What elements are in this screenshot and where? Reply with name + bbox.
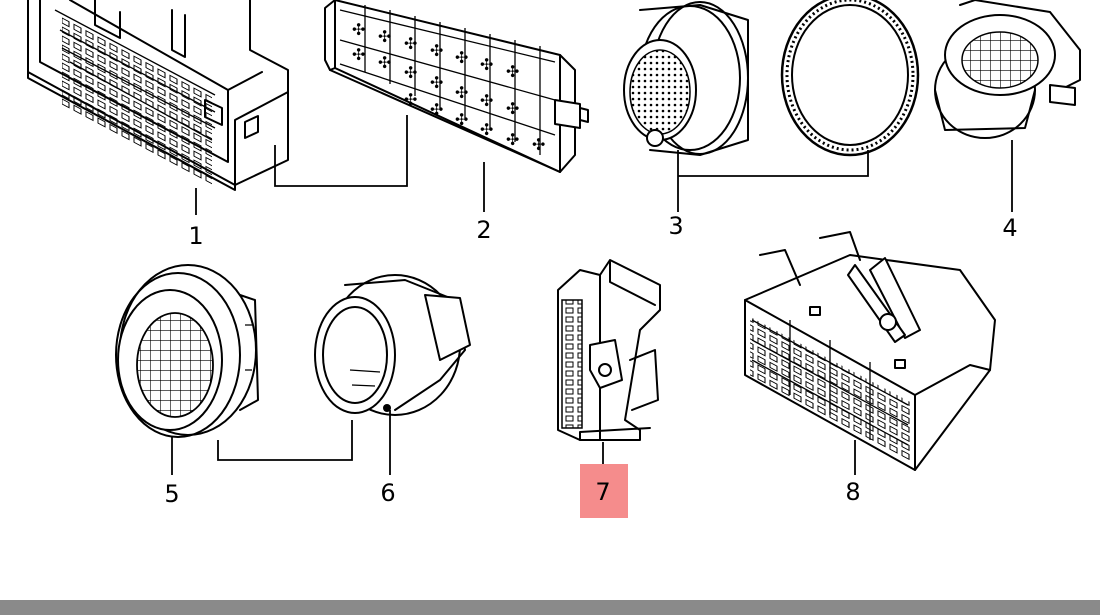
part-label-4[interactable]: 4 (1002, 214, 1017, 242)
svg-text:✣: ✣ (404, 90, 417, 109)
part-label-2[interactable]: 2 (476, 216, 491, 244)
round-connector-3 (623, 1, 749, 156)
svg-text:✣: ✣ (430, 41, 443, 60)
svg-text:✣: ✣ (455, 48, 468, 67)
part-label-3[interactable]: 3 (668, 212, 683, 240)
svg-text:✣: ✣ (430, 73, 443, 92)
leader-bracket-5-6 (217, 420, 353, 461)
parts-diagram: ✣ ✣ ✣ ✣ ✣ ✣ ✣ ✣ ✣ ✣ ✣ ✣ ✣ ✣ ✣ ✣ ✣ ✣ ✣ ✣ (27, 0, 1081, 518)
round-connector-6 (314, 274, 471, 416)
part-label-8[interactable]: 8 (845, 478, 860, 506)
svg-text:✣: ✣ (455, 83, 468, 102)
svg-text:✣: ✣ (480, 55, 493, 74)
svg-text:✣: ✣ (378, 27, 391, 46)
leader-bracket-1-2 (274, 115, 408, 187)
svg-text:✣: ✣ (404, 34, 417, 53)
bottom-bar (0, 600, 1100, 615)
svg-text:✣: ✣ (404, 63, 417, 82)
svg-text:✣: ✣ (480, 120, 493, 139)
svg-text:✣: ✣ (532, 135, 545, 154)
svg-text:✣: ✣ (352, 20, 365, 39)
svg-text:✣: ✣ (506, 130, 519, 149)
connector-housing-1 (27, 0, 289, 191)
part-label-1[interactable]: 1 (188, 222, 203, 250)
svg-text:✣: ✣ (352, 45, 365, 64)
bayonet-connector-4 (934, 0, 1081, 139)
svg-text:✣: ✣ (378, 53, 391, 72)
leader-bracket-3 (678, 150, 869, 177)
seal-ring-3 (780, 0, 920, 157)
highlight-marker (580, 464, 628, 518)
svg-text:✣: ✣ (455, 110, 468, 129)
connector-2: ✣ ✣ ✣ ✣ ✣ ✣ ✣ ✣ ✣ ✣ ✣ ✣ ✣ ✣ ✣ ✣ ✣ ✣ ✣ ✣ (324, 0, 589, 173)
part-label-6[interactable]: 6 (380, 479, 395, 507)
svg-text:✣: ✣ (430, 100, 443, 119)
vertical-connector-7 (557, 259, 661, 441)
svg-text:✣: ✣ (480, 91, 493, 110)
part-label-5[interactable]: 5 (164, 480, 179, 508)
svg-text:✣: ✣ (506, 62, 519, 81)
multipin-housing-8 (744, 231, 996, 471)
svg-text:✣: ✣ (506, 99, 519, 118)
part-label-7[interactable]: 7 (595, 478, 610, 506)
round-connector-5 (115, 264, 259, 438)
pin-cavities: ✣ ✣ ✣ ✣ ✣ ✣ ✣ ✣ ✣ ✣ ✣ ✣ ✣ ✣ ✣ ✣ ✣ ✣ ✣ ✣ (352, 20, 545, 154)
